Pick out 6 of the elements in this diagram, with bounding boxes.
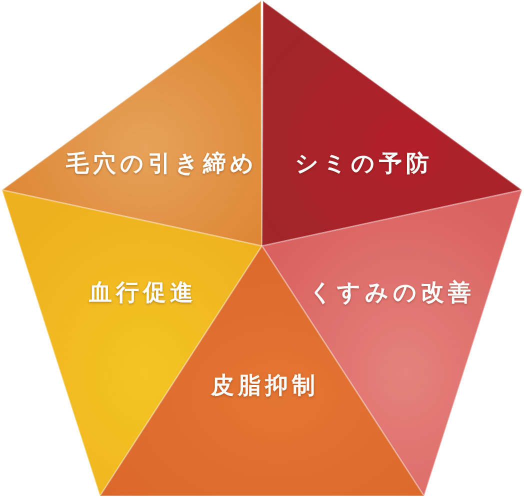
- segment-label: 皮脂抑制: [211, 372, 319, 400]
- segment-label: くすみの改善: [309, 279, 475, 307]
- segment-label: 毛穴の引き締め: [66, 150, 258, 178]
- pentagon-segment: [262, 1, 522, 246]
- segment-label: シミの予防: [295, 150, 433, 178]
- segment-label: 血行促進: [89, 279, 197, 307]
